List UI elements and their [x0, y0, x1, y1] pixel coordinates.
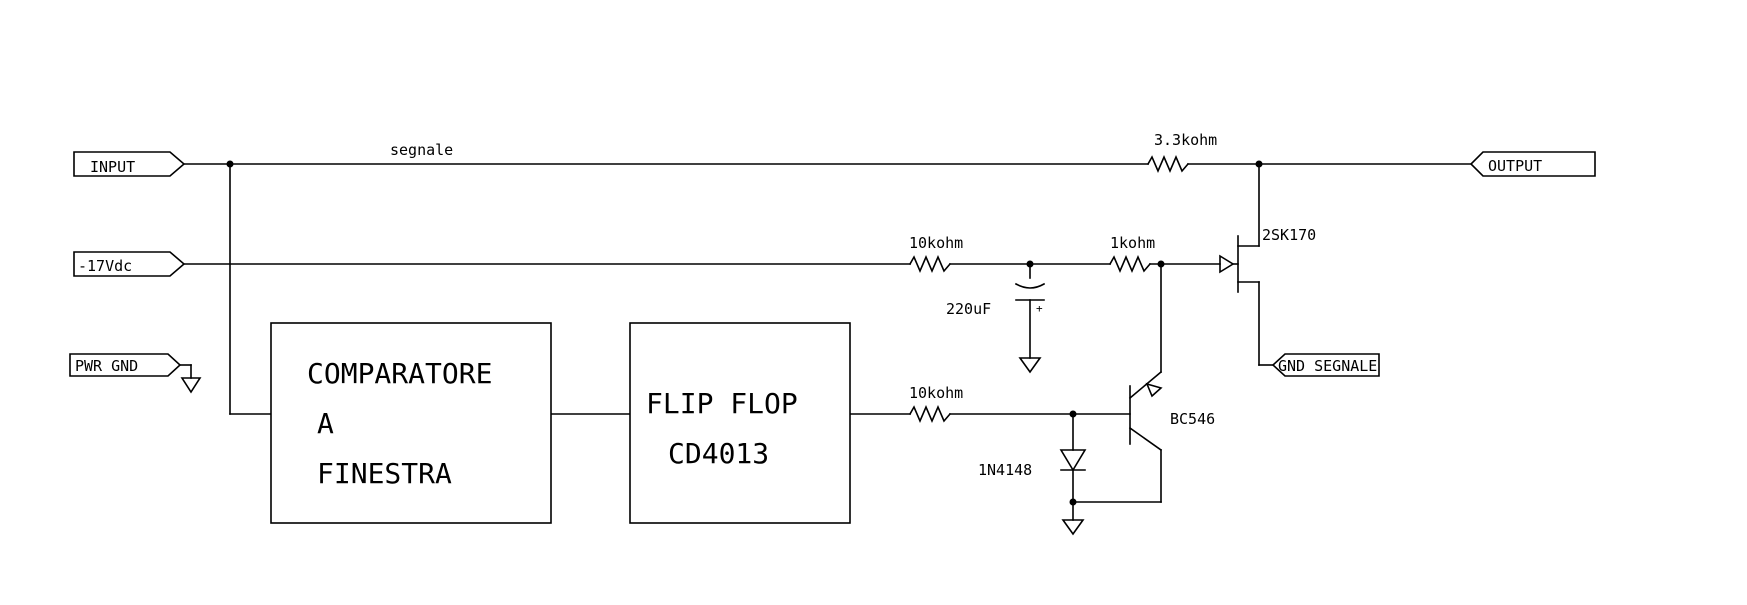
resistor-r-output: 3.3kohm — [1146, 131, 1217, 174]
ground-symbol — [180, 377, 202, 394]
jfet-2sk170: 2SK170 — [1219, 226, 1316, 293]
block-comparator: COMPARATORE A FINESTRA — [270, 322, 552, 524]
block-comparator-line2: A — [317, 407, 334, 440]
port-neg17: -17Vdc — [73, 251, 186, 277]
resistor-r-base: 10kohm — [908, 384, 963, 424]
resistor-r-output-label: 3.3kohm — [1154, 131, 1217, 149]
resistor-r-gate: 1kohm — [1108, 234, 1155, 274]
junction-dot — [1255, 160, 1263, 168]
block-comparator-line1: COMPARATORE — [307, 357, 492, 390]
block-comparator-line3: FINESTRA — [317, 457, 452, 490]
jfet-label: 2SK170 — [1262, 226, 1316, 244]
junction-dot — [226, 160, 234, 168]
junction-dot — [1157, 260, 1165, 268]
port-pwr-gnd-label: PWR GND — [75, 357, 138, 375]
port-gnd-segnale-label: GND SEGNALE — [1278, 357, 1377, 375]
port-pwr-gnd: PWR GND — [69, 353, 182, 377]
junction-dot — [1069, 498, 1077, 506]
block-flipflop: FLIP FLOP CD4013 — [629, 322, 851, 524]
diode-label: 1N4148 — [978, 461, 1032, 479]
block-flipflop-line1: FLIP FLOP — [646, 387, 798, 420]
resistor-r-supply-label: 10kohm — [909, 234, 963, 252]
port-gnd-segnale: GND SEGNALE — [1271, 353, 1380, 377]
ground-symbol — [1018, 357, 1042, 374]
capacitor-label: 220uF — [946, 300, 991, 318]
block-flipflop-line2: CD4013 — [668, 437, 769, 470]
resistor-r-gate-label: 1kohm — [1110, 234, 1155, 252]
port-input: INPUT — [73, 151, 186, 177]
port-output: OUTPUT — [1469, 151, 1596, 177]
net-label-segnale: segnale — [390, 141, 453, 159]
junctions — [226, 160, 1263, 506]
bjt-bc546: BC546 — [1128, 370, 1215, 452]
junction-dot — [1069, 410, 1077, 418]
resistor-r-base-label: 10kohm — [909, 384, 963, 402]
port-input-label: INPUT — [90, 158, 135, 176]
diode-1n4148: 1N4148 — [978, 449, 1087, 479]
capacitor-220uf: + 220uF — [946, 282, 1046, 318]
port-neg17-label: -17Vdc — [78, 257, 132, 275]
junction-dot — [1026, 260, 1034, 268]
port-output-label: OUTPUT — [1488, 157, 1542, 175]
resistor-r-supply: 10kohm — [908, 234, 963, 274]
bjt-label: BC546 — [1170, 410, 1215, 428]
capacitor-polarity: + — [1036, 302, 1043, 315]
ground-symbol — [1061, 519, 1085, 536]
